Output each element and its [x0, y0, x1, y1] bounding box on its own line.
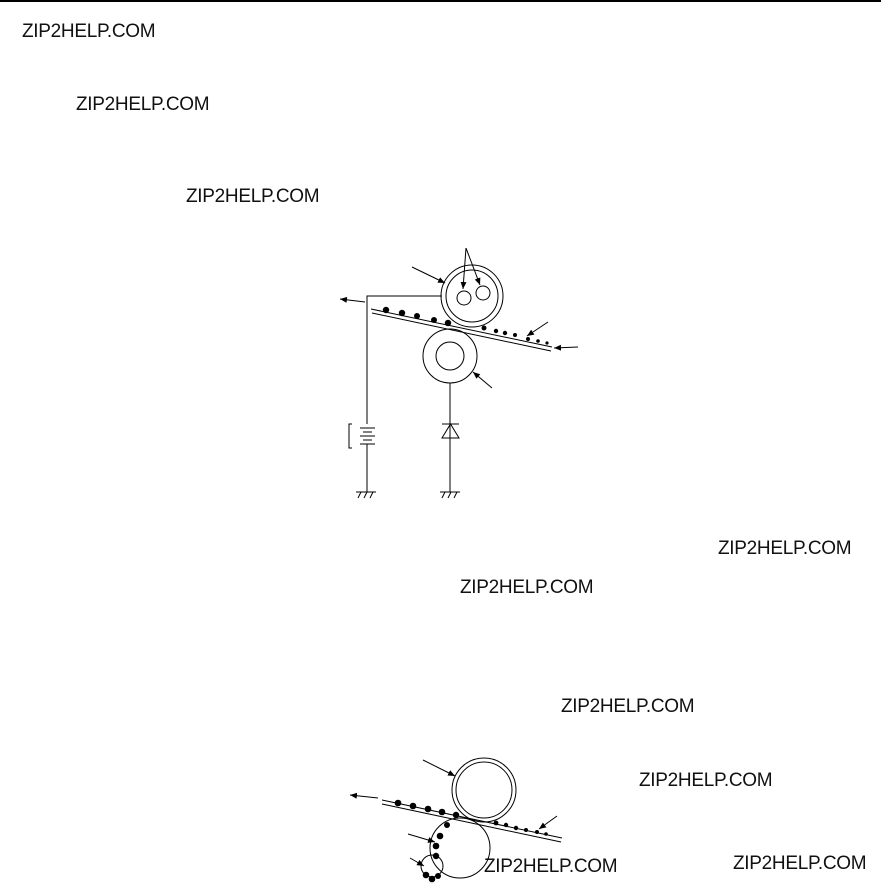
- watermark: ZIP2HELP.COM: [76, 94, 210, 115]
- heater-lamp-right: [475, 285, 491, 301]
- top-rule: [0, 0, 881, 2]
- watermark: ZIP2HELP.COM: [733, 853, 867, 874]
- arrow-offset-toner: [407, 833, 436, 843]
- watermark: ZIP2HELP.COM: [639, 770, 773, 791]
- watermark: ZIP2HELP.COM: [718, 538, 852, 559]
- watermark: ZIP2HELP.COM: [460, 577, 594, 598]
- ground-right: [440, 491, 460, 499]
- bias-wire: [366, 295, 442, 424]
- arrow-lamp-left: [460, 247, 467, 290]
- upper-roller-inner: [455, 761, 513, 819]
- watermark: ZIP2HELP.COM: [561, 696, 695, 717]
- battery-symbol: [348, 423, 375, 449]
- lower-roller: [429, 817, 491, 879]
- watermark: ZIP2HELP.COM: [22, 21, 156, 42]
- arrow-upper-roller: [422, 759, 456, 777]
- heater-lamp-left: [456, 290, 472, 306]
- arrow-cleaning: [409, 857, 425, 867]
- arrow-pressure-roller: [472, 371, 493, 389]
- upper-roller: [451, 757, 517, 823]
- arrow-heat-roller: [411, 266, 446, 284]
- paper-sheet-2: [381, 799, 563, 839]
- watermark: ZIP2HELP.COM: [484, 856, 618, 877]
- heat-roller-inner: [445, 269, 499, 323]
- ground-left: [356, 491, 376, 499]
- pressure-roller-inner: [435, 341, 465, 371]
- arrow-lamp-right: [465, 247, 481, 286]
- toner-particles-2: [394, 799, 548, 883]
- arrow-exit-2: [349, 792, 379, 799]
- arrow-exit: [339, 296, 366, 303]
- toner-particles: [382, 306, 549, 345]
- watermark: ZIP2HELP.COM: [186, 186, 320, 207]
- arrow-toner-2: [538, 815, 558, 830]
- diode-symbol: [441, 423, 460, 439]
- arrow-toner: [526, 321, 549, 337]
- arrow-paper-in: [553, 344, 579, 351]
